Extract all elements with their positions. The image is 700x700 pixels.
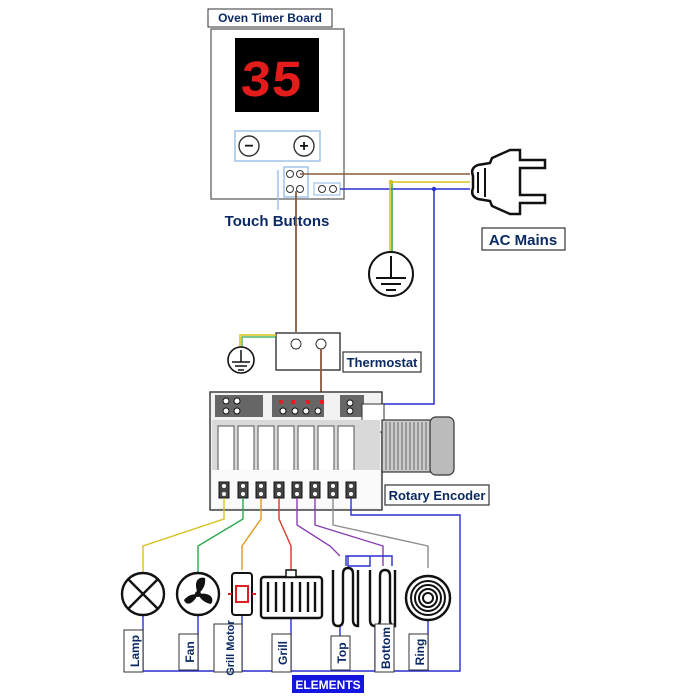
plus-label: + xyxy=(299,138,308,155)
element-label-grill-motor: Grill Motor xyxy=(213,619,243,676)
grill-motor-icon xyxy=(228,572,256,616)
touch-buttons-label: Touch Buttons xyxy=(225,213,330,230)
element-label-top-text: Top xyxy=(335,642,349,663)
thermostat-body xyxy=(275,332,341,371)
terminal-connectors xyxy=(286,170,341,196)
elements-banner-text: ELEMENTS xyxy=(295,678,360,692)
ground-icon xyxy=(368,251,414,297)
ring-element-icon xyxy=(404,574,452,622)
element-label-ring-text: Ring xyxy=(413,639,427,666)
elements-banner xyxy=(292,675,364,693)
top-element-icon xyxy=(331,566,360,628)
minus-button[interactable]: − xyxy=(238,135,260,157)
lamp-icon xyxy=(120,571,166,617)
bottom-element-icon xyxy=(368,568,397,628)
rotary-shaft xyxy=(381,416,455,476)
display-panel xyxy=(235,38,319,112)
element-label-bottom: Bottom xyxy=(374,623,395,673)
display-value: 35 xyxy=(238,53,305,112)
grill-icon xyxy=(259,569,324,620)
element-label-lamp: Lamp xyxy=(123,629,144,673)
plus-button[interactable]: + xyxy=(293,135,315,157)
fan-icon xyxy=(175,571,221,617)
element-label-grill-motor-text: Grill Motor xyxy=(225,619,237,675)
minus-label: − xyxy=(244,138,253,155)
element-label-fan: Fan xyxy=(178,633,199,671)
element-label-grill: Grill xyxy=(271,633,292,673)
rotary-encoder-label: Rotary Encoder xyxy=(389,488,486,503)
element-label-ring: Ring xyxy=(408,633,429,671)
ac-mains-label: AC Mains xyxy=(489,232,557,249)
thermostat-label: Thermostat xyxy=(347,355,418,370)
ac-plug-icon xyxy=(470,148,547,216)
rotary-switch xyxy=(209,391,385,511)
rotary-encoder-label-bg xyxy=(384,484,490,506)
thermostat-terminal-2 xyxy=(315,338,327,350)
thermostat-ground-icon xyxy=(227,346,255,374)
element-label-grill-text: Grill xyxy=(276,641,290,665)
element-label-bottom-text: Bottom xyxy=(379,627,393,669)
timer-board-title: Oven Timer Board xyxy=(218,11,322,25)
ac-mains-label-bg xyxy=(481,227,566,251)
thermostat-terminal-1 xyxy=(290,338,302,350)
element-label-lamp-text: Lamp xyxy=(128,635,142,667)
element-label-top: Top xyxy=(330,635,351,671)
timer-board-title-bg xyxy=(207,8,333,28)
element-label-fan-text: Fan xyxy=(183,641,197,662)
thermostat-label-bg xyxy=(342,351,422,373)
mains-wires xyxy=(300,173,470,405)
touch-button-panel xyxy=(234,130,321,162)
